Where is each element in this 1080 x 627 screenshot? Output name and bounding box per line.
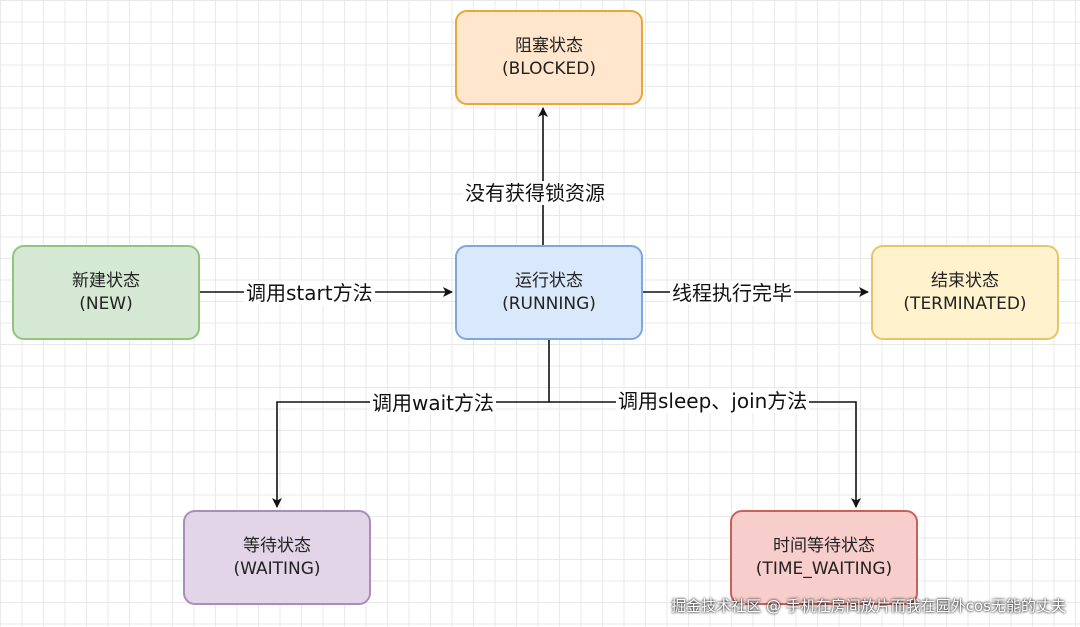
node-running-subtitle: (RUNNING) — [502, 293, 596, 314]
node-time-waiting-title: 时间等待状态 — [773, 535, 875, 556]
node-time-waiting: 时间等待状态 (TIME_WAITING) — [730, 510, 918, 605]
edge-label-start: 调用start方法 — [244, 281, 375, 305]
node-waiting-subtitle: (WAITING) — [233, 558, 321, 579]
edge-label-finish: 线程执行完毕 — [670, 281, 794, 305]
node-terminated-title: 结束状态 — [931, 270, 999, 291]
node-new-title: 新建状态 — [72, 270, 140, 291]
node-waiting-title: 等待状态 — [243, 535, 311, 556]
node-waiting: 等待状态 (WAITING) — [183, 510, 371, 605]
node-running: 运行状态 (RUNNING) — [455, 245, 643, 340]
node-blocked-title: 阻塞状态 — [515, 35, 583, 56]
edge-running-to-time-waiting — [549, 401, 861, 508]
node-time-waiting-subtitle: (TIME_WAITING) — [755, 558, 893, 579]
node-terminated: 结束状态 (TERMINATED) — [871, 245, 1059, 340]
edge-label-wait: 调用wait方法 — [370, 391, 497, 415]
node-running-title: 运行状态 — [515, 270, 583, 291]
edge-label-to-blocked: 没有获得锁资源 — [463, 181, 607, 205]
node-blocked: 阻塞状态 (BLOCKED) — [455, 10, 643, 105]
edge-running-to-waiting — [272, 340, 550, 508]
edge-label-sleep-join: 调用sleep、join方法 — [616, 389, 810, 413]
node-blocked-subtitle: (BLOCKED) — [501, 58, 597, 79]
node-new: 新建状态 (NEW) — [12, 245, 200, 340]
watermark: 掘金技术社区 @ 手机在房间放片而我在园外cos无能的丈夫 — [671, 597, 1066, 615]
node-terminated-subtitle: (TERMINATED) — [903, 293, 1027, 314]
node-new-subtitle: (NEW) — [79, 293, 133, 314]
